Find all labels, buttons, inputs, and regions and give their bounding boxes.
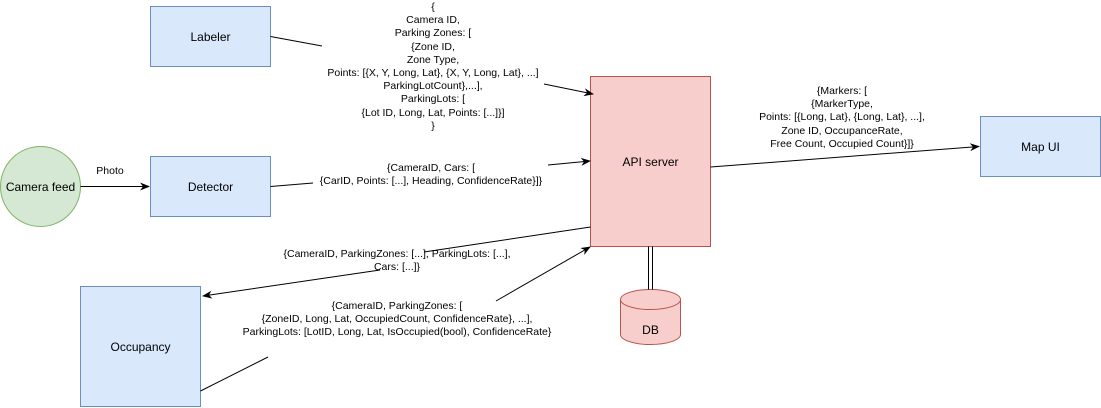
payload-line: ParkingLotCount},...], <box>383 80 483 93</box>
payload-line: {Lot ID, Long, Lat, Points: [...]}] <box>361 106 505 119</box>
payload-line: Points: [{X, Y, Long, Lat}, {X, Y, Long,… <box>327 67 539 80</box>
labeler-to-api-edge-end <box>543 83 594 97</box>
payload-line: {CameraID, Cars: [ <box>386 162 476 174</box>
payload-line: {Zone ID, <box>411 40 455 53</box>
detector-label: Detector <box>187 179 234 194</box>
occupancy-to-api-edge-end <box>495 246 591 302</box>
payload-line: ParkingLots: [LotID, Long, Lat, IsOccupi… <box>242 326 552 339</box>
occupancy-node <box>80 286 201 407</box>
payload-line: { <box>431 1 435 13</box>
api-to-occupancy-payload: {CameraID, ParkingZones: [...], ParkingL… <box>270 248 524 274</box>
occupancy-to-api-payload: {CameraID, ParkingZones: [ {ZoneID, Long… <box>232 300 562 340</box>
payload-line: Zone Type, <box>406 53 460 66</box>
detector-to-api-edge-start <box>270 182 314 187</box>
api-to-map-payload: {Markers: [ {MarkerType, Points: [{Long,… <box>747 85 937 151</box>
payload-line: {MarkerType, <box>811 98 873 111</box>
payload-line: } <box>431 119 435 132</box>
occupancy-to-api-edge-start <box>200 356 269 392</box>
payload-line: Points: [{Long, Lat}, {Long, Lat}, ...], <box>759 111 925 124</box>
payload-line: {CarID, Points: [...], Heading, Confiden… <box>319 175 543 188</box>
payload-line: ParkingLots: [ <box>400 93 466 106</box>
api-server-label: API server <box>622 154 679 169</box>
payload-line: Camera ID, <box>406 14 460 27</box>
map-ui-node <box>980 116 1101 177</box>
api-server-node <box>590 76 711 247</box>
payload-line: Cars: [...]} <box>373 261 421 274</box>
api-to-occupancy-edge-end <box>202 269 381 299</box>
payload-line: {CameraID, ParkingZones: [ <box>331 300 463 312</box>
camera-feed-label: Camera feed <box>5 179 76 194</box>
detector-to-api-payload: {CameraID, Cars: [ {CarID, Points: [...]… <box>306 162 556 188</box>
api-to-map-edge <box>710 143 980 168</box>
db-node <box>620 289 681 345</box>
db-label: DB <box>642 323 659 337</box>
payload-line: Parking Zones: [ <box>394 27 472 40</box>
photo-edge-label: Photo <box>96 165 124 177</box>
detector-node <box>150 156 271 217</box>
labeler-to-api-payload: { Camera ID, Parking Zones: [ {Zone ID, … <box>318 1 548 133</box>
labeler-label: Labeler <box>190 29 231 44</box>
payload-line: Free Count, Occupied Count}]} <box>770 137 914 150</box>
payload-line: {ZoneID, Long, Lat, OccupiedCount, Confi… <box>261 313 533 326</box>
map-ui-label: Map UI <box>1021 139 1060 154</box>
payload-line: {CameraID, ParkingZones: [...], ParkingL… <box>283 248 511 260</box>
api-to-occupancy-edge-start <box>423 226 591 253</box>
labeler-node <box>150 6 271 67</box>
occupancy-label: Occupancy <box>110 339 171 354</box>
payload-line: {Markers: [ <box>816 85 868 97</box>
labeler-to-api-edge-start <box>270 36 323 47</box>
payload-line: Zone ID, OccupanceRate, <box>781 124 903 137</box>
detector-to-api-edge-end <box>547 157 591 166</box>
